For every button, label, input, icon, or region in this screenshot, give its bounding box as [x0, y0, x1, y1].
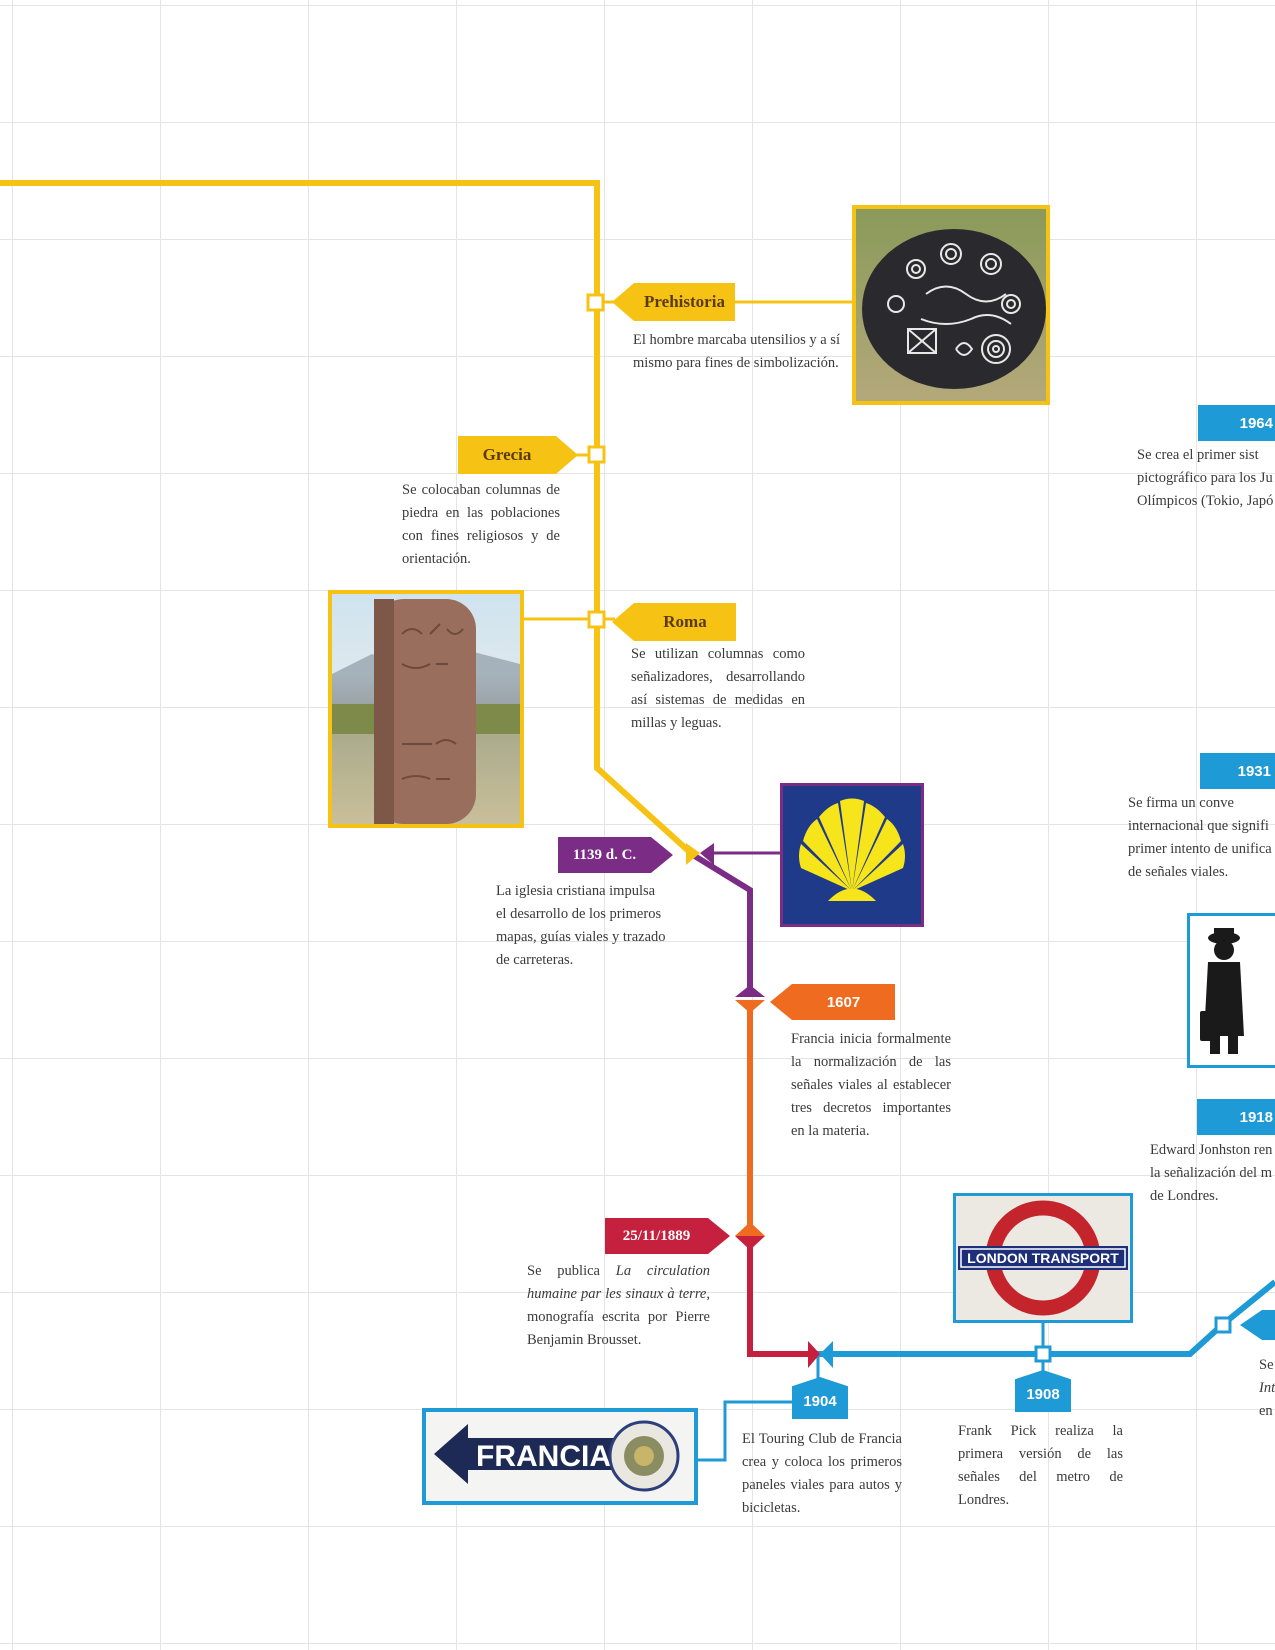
tag-1908: 1908 — [1015, 1370, 1071, 1412]
desc-1889: Se publica La circulation humaine par le… — [527, 1260, 710, 1352]
tag-roma: Roma — [612, 603, 736, 641]
desc-1904: El Touring Club de Francia crea y coloca… — [742, 1431, 902, 1516]
desc-roma: Se utilizan columnas como señalizadores,… — [631, 646, 805, 731]
desc-1139: La iglesia cristiana impulsa el desarrol… — [496, 883, 666, 968]
desc-grecia: Se colocaban columnas de piedra en las p… — [402, 482, 560, 567]
petroglyph-image — [852, 205, 1050, 405]
london-transport-logo: LONDON TRANSPORT — [953, 1193, 1133, 1323]
desc-right-cut: Se Int en — [1259, 1354, 1275, 1423]
tag-1607: 1607 — [770, 984, 895, 1020]
tag-1139: 1139 d. C. — [558, 837, 673, 873]
scallop-shell-image — [780, 783, 924, 927]
francia-sign-image: FRANCIA — [422, 1408, 698, 1505]
tag-1931: 1931 — [1200, 753, 1275, 789]
francia-sign-text: FRANCIA — [476, 1440, 611, 1473]
desc-1918: Edward Jonhston ren la señalización del … — [1150, 1142, 1273, 1204]
desc-1889-post: , monografía escrita por Pierre Benjamin… — [527, 1286, 710, 1348]
tag-1904: 1904 — [792, 1377, 848, 1419]
right-cut-line1: Se — [1259, 1357, 1274, 1373]
desc-1964: Se crea el primer sist pictográfico para… — [1137, 447, 1274, 509]
pictogram-person-image — [1187, 913, 1275, 1068]
roman-column-image — [328, 590, 524, 828]
tag-1964: 1964 — [1198, 405, 1275, 441]
tag-grecia: Grecia — [458, 436, 578, 474]
london-logo-text: LONDON TRANSPORT — [967, 1250, 1119, 1266]
tag-1918: 1918 — [1197, 1099, 1275, 1135]
right-cut-line3: en — [1259, 1403, 1273, 1419]
desc-1908: Frank Pick realiza la primera versión de… — [958, 1423, 1123, 1508]
right-cut-line2: Int — [1259, 1380, 1275, 1396]
tag-1889: 25/11/1889 — [605, 1218, 730, 1254]
desc-1889-pre: Se publica — [527, 1263, 616, 1279]
desc-1931: Se firma un conve internacional que sign… — [1128, 795, 1272, 880]
tag-prehistoria: Prehistoria — [612, 283, 735, 321]
desc-prehistoria: El hombre marcaba utensilios y a sí mism… — [633, 332, 840, 371]
desc-1889-title: La circulation humaine par les sinaux à … — [527, 1263, 711, 1302]
desc-1607: Francia inicia formalmente la normalizac… — [791, 1031, 951, 1139]
